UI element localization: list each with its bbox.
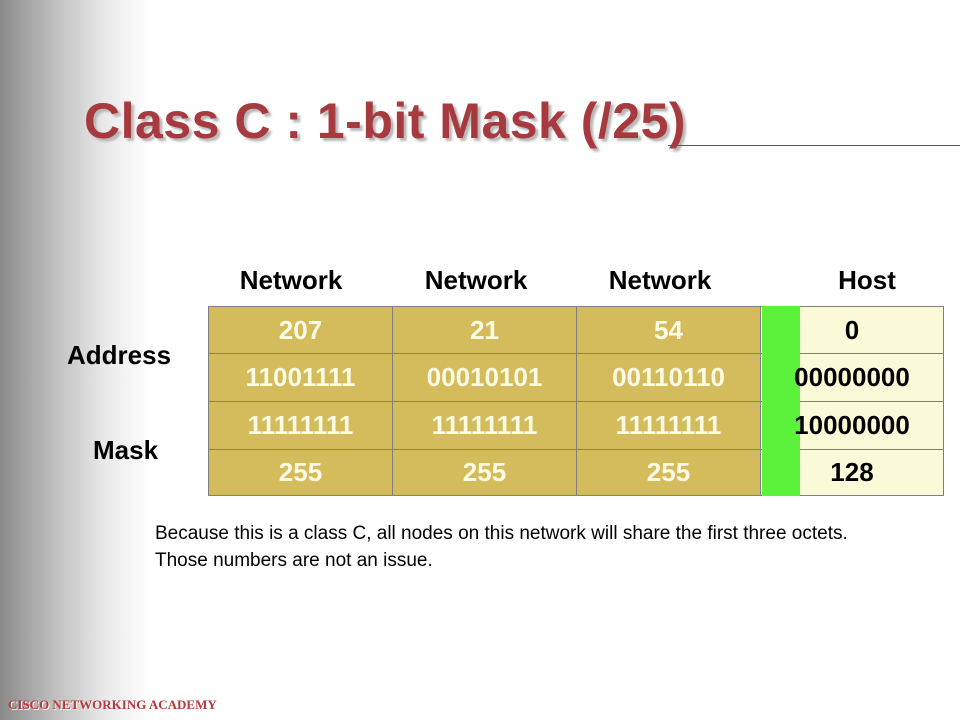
row-label-address: Address (67, 340, 172, 370)
cell-mask-binary-octet-1: 11111111 (208, 401, 393, 450)
slide-title: Class C : 1-bit Mask (/25) (84, 93, 687, 149)
cell-address-binary-octet-3: 00110110 (576, 353, 761, 402)
address-mask-table: 207 21 54 11001111 00010101 00110110 111… (208, 306, 944, 496)
cell-mask-binary-octet-3: 11111111 (576, 401, 761, 450)
cell-address-decimal-octet-2: 21 (392, 306, 577, 354)
cell-mask-decimal-octet-1: 255 (208, 449, 393, 496)
cell-address-binary-octet-2: 00010101 (392, 353, 577, 402)
column-header-network-1: Network (239, 265, 343, 295)
host-bit-highlight (762, 306, 800, 496)
row-label-mask: Mask (93, 435, 159, 465)
title-rule (668, 145, 960, 146)
side-gradient-bar (0, 0, 150, 720)
explanation-text: Because this is a class C, all nodes on … (155, 523, 848, 571)
cell-address-decimal-octet-3: 54 (576, 306, 761, 354)
column-header-host: Host (838, 265, 896, 295)
column-header-network-2: Network (424, 265, 528, 295)
cell-address-decimal-octet-1: 207 (208, 306, 393, 354)
cell-address-binary-octet-1: 11001111 (208, 353, 393, 402)
cell-mask-decimal-octet-3: 255 (576, 449, 761, 496)
cell-mask-decimal-octet-2: 255 (392, 449, 577, 496)
footer-brand: CISCO NETWORKING ACADEMY (8, 697, 217, 712)
column-header-network-3: Network (608, 265, 712, 295)
cell-mask-binary-octet-2: 11111111 (392, 401, 577, 450)
